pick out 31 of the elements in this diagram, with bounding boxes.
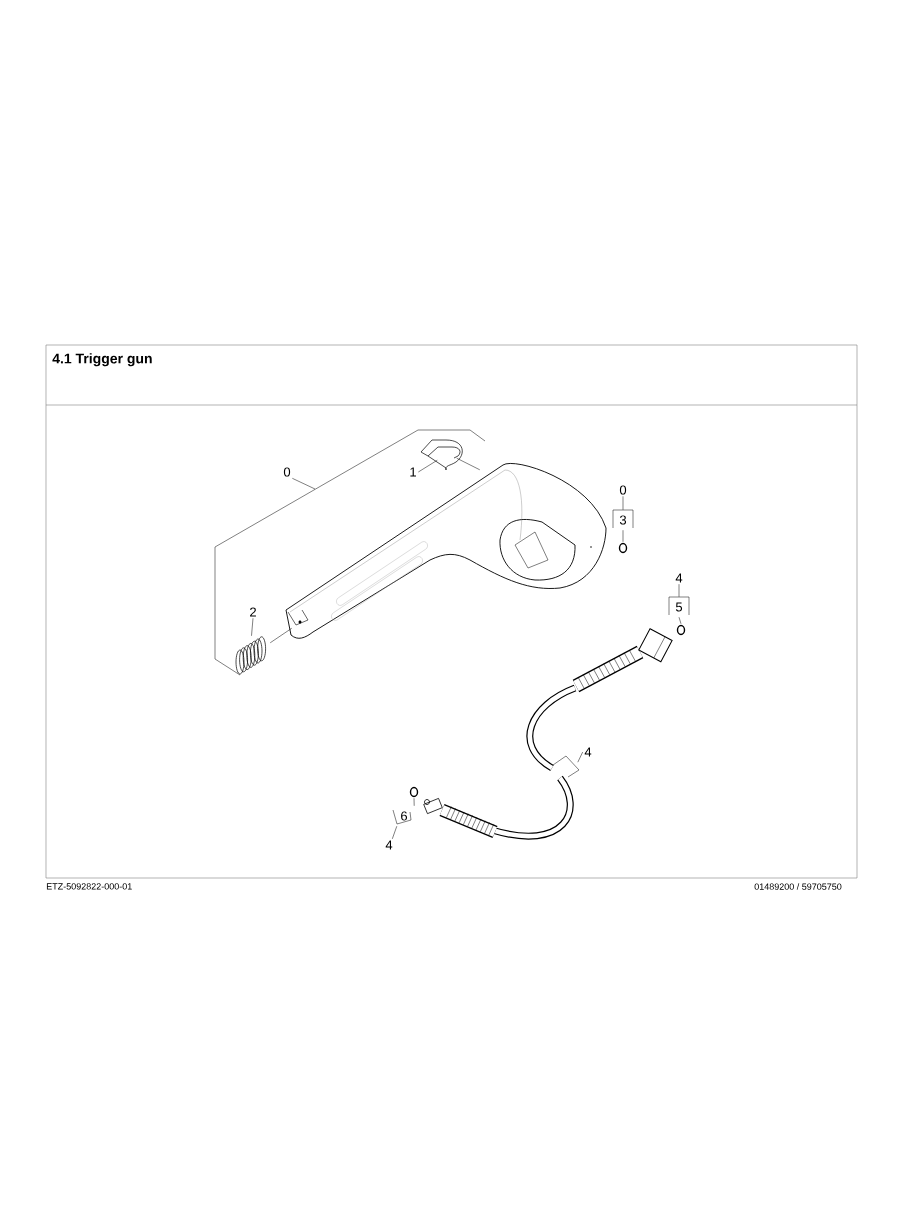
hose-drawing [423, 628, 673, 840]
leader-line [678, 616, 682, 625]
spring-drawing [235, 636, 266, 675]
leader-line [251, 618, 254, 637]
leader-line [577, 751, 583, 763]
leader-line [292, 478, 316, 490]
bracketed-callout-number: 3 [612, 509, 634, 529]
drawing-number: ETZ-5092822-000-01 [46, 883, 132, 890]
o-ring-drawing [618, 542, 628, 554]
trigger-gun-drawing [285, 463, 607, 639]
leader-line [678, 583, 680, 598]
leader-line [392, 825, 398, 840]
leader-line [418, 459, 438, 473]
leader-line [622, 496, 624, 511]
leader-line [622, 529, 624, 543]
o-ring-drawing [409, 786, 419, 798]
title: 4.1 Trigger gun [52, 353, 152, 367]
clip-drawing [420, 439, 463, 471]
leader-line [456, 457, 481, 471]
callout-number: 4 [385, 840, 393, 850]
bracketed-callout-number: 6 [392, 809, 412, 825]
callout-number: 4 [675, 573, 683, 583]
callout-number: 1 [410, 467, 416, 477]
leader-line [413, 797, 415, 807]
part-numbers: 01489200 / 59705750 [754, 883, 842, 890]
bracketed-callout-number: 5 [668, 596, 690, 616]
callout-number: 0 [283, 467, 291, 477]
o-ring-drawing [676, 624, 686, 636]
leader-line [269, 627, 293, 644]
callout-number: 2 [250, 607, 256, 617]
callout-number: 0 [619, 485, 627, 495]
